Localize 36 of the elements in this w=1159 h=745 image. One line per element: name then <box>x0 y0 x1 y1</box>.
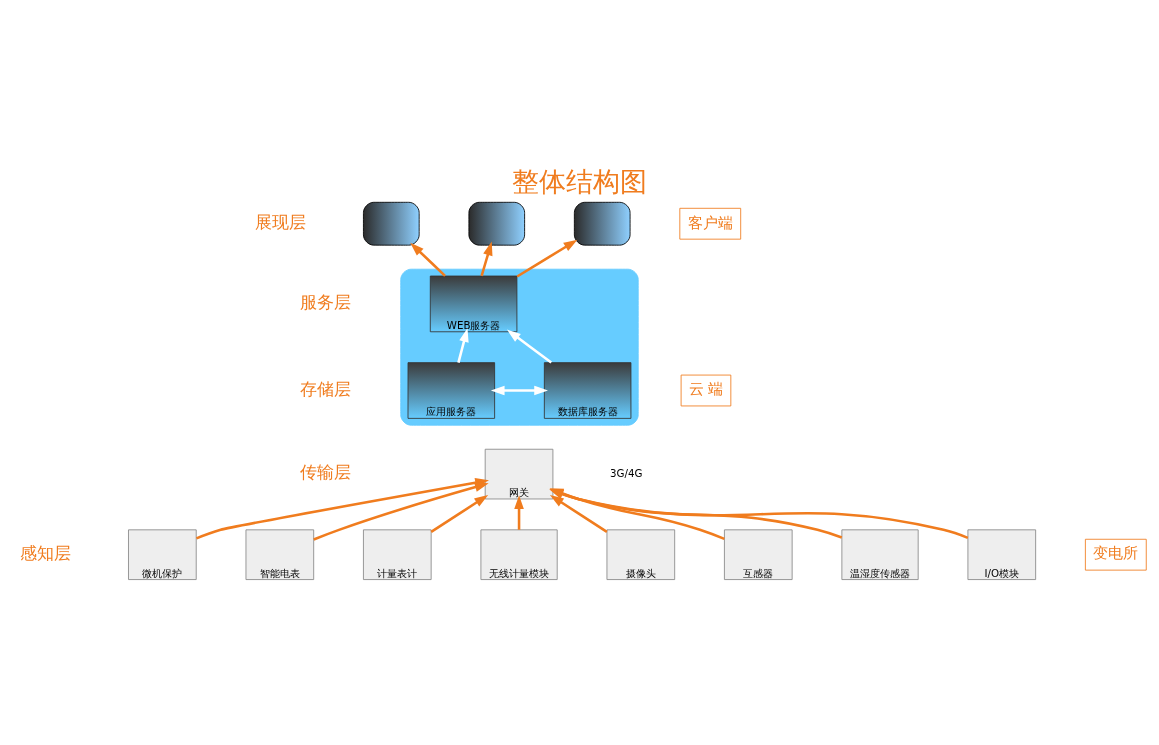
node-box: 应用服务器 <box>407 362 496 419</box>
node-box: 互感器 <box>724 529 793 580</box>
node-box <box>363 201 420 246</box>
node-box: 计量表计 <box>363 529 432 580</box>
arrow <box>490 385 548 396</box>
node-box: 云 端 <box>680 374 732 407</box>
node-box: 数据库服务器 <box>543 362 632 419</box>
node-box: 智能电表 <box>245 529 315 580</box>
node-box: WEB服务器 <box>429 275 518 333</box>
label: 展现层 <box>255 212 307 233</box>
arrow <box>549 494 608 533</box>
node-box: 温湿度传感器 <box>841 529 919 580</box>
node-box: 网关 <box>484 448 554 500</box>
cluster <box>400 268 639 426</box>
arrow <box>516 239 578 278</box>
arrow <box>514 495 524 530</box>
label: 感知层 <box>20 542 72 563</box>
label: 传输层 <box>299 462 351 483</box>
arrow <box>506 329 552 364</box>
arrow <box>430 494 489 533</box>
arrow <box>480 241 493 277</box>
node-box <box>573 201 631 246</box>
node-box <box>468 201 526 246</box>
arrow <box>410 242 446 277</box>
node-box: 摄像头 <box>606 529 676 580</box>
arrow <box>457 328 469 363</box>
diagram-title: 整体结构图 <box>512 165 647 197</box>
node-box: 无线计量模块 <box>480 529 558 580</box>
label: 存储层 <box>299 378 351 399</box>
node-box: 微机保护 <box>128 529 197 580</box>
node-box: 客户端 <box>679 207 742 240</box>
label: 3G/4G <box>610 466 643 479</box>
node-box: 变电所 <box>1084 538 1147 571</box>
node-box: I/O模块 <box>967 529 1037 580</box>
label: 服务层 <box>299 292 351 313</box>
arrow <box>313 482 489 541</box>
